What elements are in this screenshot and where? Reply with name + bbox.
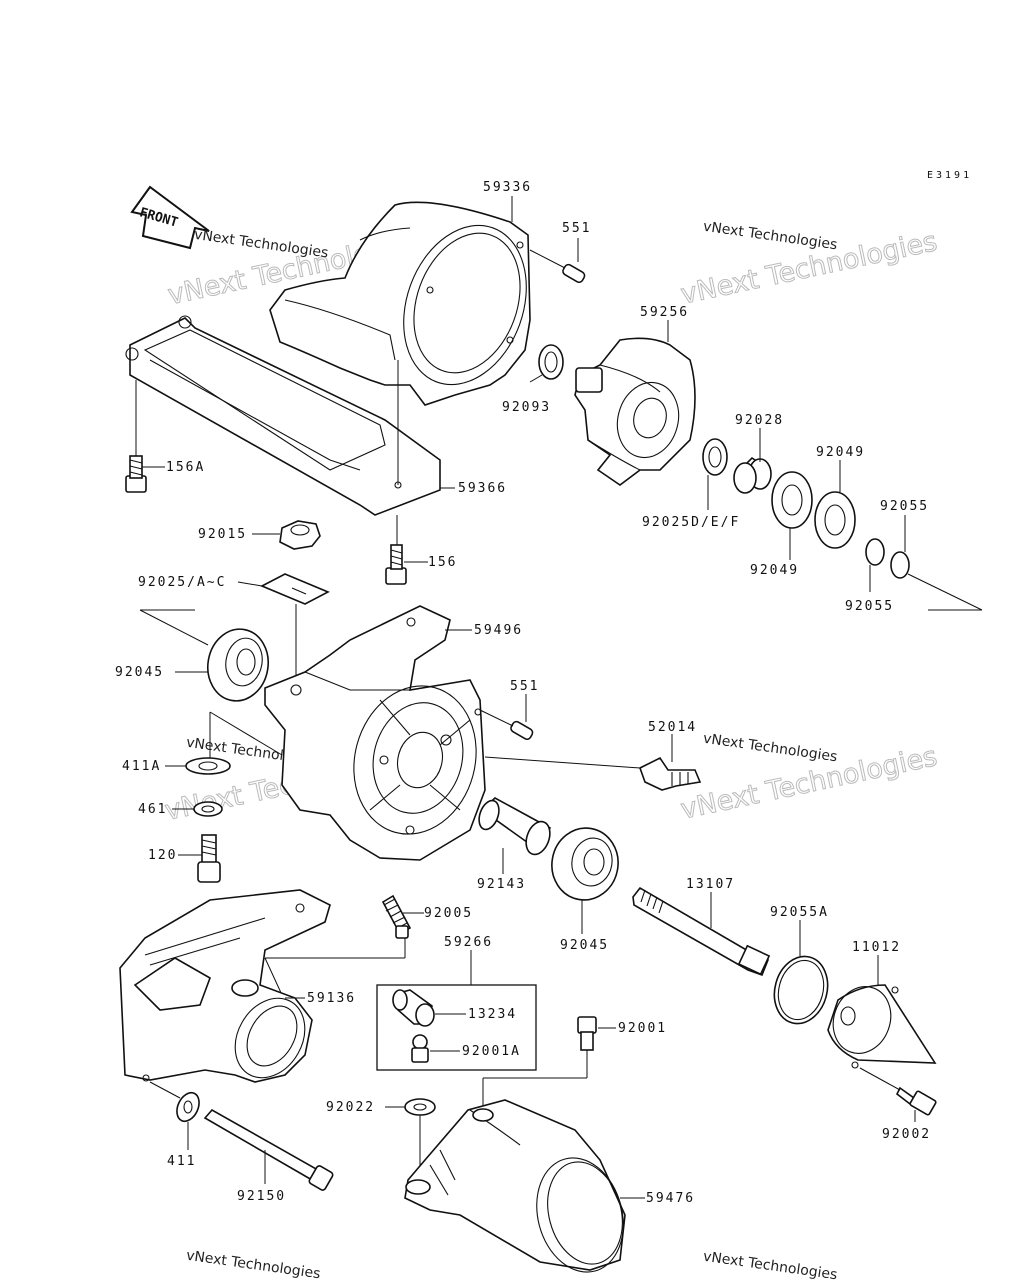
label-92025DEF: 92025D/E/F (642, 515, 740, 530)
label-59336: 59336 (483, 180, 532, 195)
label-92002: 92002 (882, 1127, 931, 1142)
label-92028: 92028 (735, 413, 784, 428)
part-156-bolt (385, 544, 407, 585)
part-59366-bracket (125, 315, 441, 516)
part-411A-washer (185, 757, 231, 775)
label-13107: 13107 (686, 877, 735, 892)
label-92045-right: 92045 (560, 938, 609, 953)
part-92045-bearing-right (551, 827, 619, 901)
part-92028-collar (733, 456, 772, 494)
part-92150-bolt (203, 1108, 334, 1191)
label-120: 120 (148, 848, 177, 863)
label-551-top: 551 (562, 221, 591, 236)
label-92055-a: 92055 (880, 499, 929, 514)
watermark-bottom-right: vNext Technologies (702, 1249, 838, 1280)
label-92022: 92022 (326, 1100, 375, 1115)
label-59136: 59136 (307, 991, 356, 1006)
label-59256: 59256 (640, 305, 689, 320)
part-52014-fitting (639, 756, 702, 791)
part-156A-bolt (125, 455, 147, 493)
label-92005: 92005 (424, 906, 473, 921)
label-59366: 59366 (458, 481, 507, 496)
part-59266-kit-box (376, 984, 537, 1071)
label-92049-b: 92049 (750, 563, 799, 578)
label-92055-b: 92055 (845, 599, 894, 614)
label-92143: 92143 (477, 877, 526, 892)
part-92143-spacer (478, 797, 552, 856)
part-59496-bearing-housing (264, 605, 486, 861)
svg-text:vNext Technologies: vNext Technologies (193, 227, 329, 262)
part-92015-nut (279, 520, 321, 550)
part-92055A-oring (773, 955, 829, 1025)
label-11012: 11012 (852, 940, 901, 955)
label-13234: 13234 (468, 1007, 517, 1022)
label-92055A: 92055A (770, 905, 829, 920)
diagram-code: E3191 (927, 170, 972, 181)
part-92055-oring-b (890, 551, 910, 579)
part-92001A-nipple (411, 1034, 429, 1063)
label-59496: 59496 (474, 623, 523, 638)
label-92001A: 92001A (462, 1044, 521, 1059)
part-92049-seal-b (814, 491, 856, 549)
label-92015: 92015 (198, 527, 247, 542)
svg-text:vNext Technologies: vNext Technologies (702, 731, 838, 766)
part-13234-plunger (392, 989, 435, 1027)
part-551-pin-mid (510, 720, 534, 741)
label-92150: 92150 (237, 1189, 286, 1204)
watermark-bottom-left: vNext Technologies (185, 1248, 321, 1280)
part-59256-impeller (574, 337, 696, 486)
label-156A: 156A (166, 460, 205, 475)
label-92025AC: 92025/A~C (138, 575, 226, 590)
part-461-lock-washer (193, 801, 223, 817)
label-92093: 92093 (502, 400, 551, 415)
part-59476-reverse-bucket (404, 1099, 626, 1273)
part-11012-cap (827, 984, 937, 1069)
watermark-top-right: vNext Technologies vNext Technologies (678, 219, 941, 311)
part-92025DEF-washer (702, 438, 728, 476)
part-59336-pump-housing (269, 201, 531, 406)
part-92005-spring (381, 894, 412, 939)
part-92001-bolt (577, 1016, 597, 1051)
front-arrow-icon: FRONT (130, 185, 210, 250)
part-59136-nozzle (119, 889, 331, 1083)
label-411: 411 (167, 1154, 196, 1169)
part-92055-oring-a (865, 538, 885, 566)
part-13107-shaft (632, 886, 771, 977)
part-411-washer (176, 1091, 200, 1123)
label-92049-a: 92049 (816, 445, 865, 460)
svg-text:vNext Technologies: vNext Technologies (702, 219, 838, 254)
part-92022-washer (404, 1098, 436, 1116)
part-92002-bolt (895, 1086, 937, 1116)
svg-text:vNext Technologies: vNext Technologies (185, 1248, 321, 1280)
part-92049-seal-a (771, 471, 813, 529)
watermark-mid-right: vNext Technologies vNext Technologies (678, 731, 941, 826)
part-120-bolt (197, 834, 221, 883)
label-156: 156 (428, 555, 457, 570)
label-92001: 92001 (618, 1021, 667, 1036)
label-59476: 59476 (646, 1191, 695, 1206)
label-551-mid: 551 (510, 679, 539, 694)
part-92025AC-shim (260, 573, 330, 605)
label-52014: 52014 (648, 720, 697, 735)
svg-text:vNext Technologies: vNext Technologies (702, 1249, 838, 1280)
part-92093-seal (538, 344, 564, 380)
part-92045-bearing-left (207, 628, 269, 702)
label-59266: 59266 (444, 935, 493, 950)
part-551-pin-top (562, 263, 586, 284)
label-411A: 411A (122, 759, 161, 774)
label-461: 461 (138, 802, 167, 817)
label-92045-left: 92045 (115, 665, 164, 680)
